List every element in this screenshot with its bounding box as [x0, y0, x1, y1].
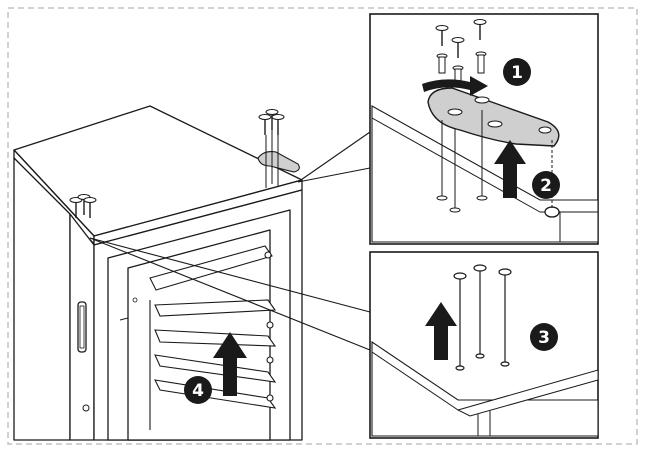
screw-icon — [436, 53, 448, 74]
step-2-badge: 2 — [532, 171, 560, 199]
top-hinge — [257, 108, 300, 188]
callout-lower-bottom — [89, 237, 371, 351]
shelf-peg — [266, 356, 274, 364]
screw-icon — [453, 272, 467, 280]
hinge-bracket-icon — [427, 87, 560, 147]
screw-icon — [475, 51, 487, 74]
callout-upper-bottom — [297, 167, 371, 183]
callout-upper-top — [297, 131, 371, 183]
detail-box-hinge: 1 2 — [369, 13, 599, 245]
rotate-arrow-icon — [422, 76, 488, 96]
callout-lines — [89, 131, 371, 351]
interior-detail — [119, 317, 129, 321]
shelf-rail-1 — [149, 245, 273, 291]
interior-detail — [132, 297, 138, 303]
door-handle — [77, 301, 87, 353]
step-3-number: 3 — [538, 328, 550, 348]
step-2-number: 2 — [540, 176, 552, 196]
detail-box-pins: 3 — [369, 251, 599, 439]
shelf-peg — [266, 394, 274, 402]
step-3-badge: 3 — [530, 323, 558, 351]
up-arrow-icon — [494, 140, 526, 198]
shelf-peg — [264, 251, 272, 259]
dashed-border — [7, 7, 638, 445]
screw-icon — [271, 113, 285, 136]
callout-lower-top — [89, 237, 371, 313]
box-cabinet-top — [371, 340, 599, 437]
up-arrow-icon — [425, 302, 457, 360]
step-1-number: 1 — [511, 63, 523, 83]
shelf-peg — [266, 321, 274, 329]
door-lock — [82, 404, 90, 412]
up-arrow-icon — [213, 332, 247, 396]
screw-icon — [258, 113, 272, 136]
step-4-badge: 4 — [184, 376, 212, 404]
screw-icon — [473, 264, 487, 272]
step-1-badge: 1 — [503, 58, 531, 86]
hinge-hole — [544, 206, 560, 218]
shelf-rail-2 — [154, 299, 277, 317]
fridge-cabinet — [13, 105, 303, 441]
screw-icon — [452, 65, 464, 86]
screw-icon — [498, 268, 512, 276]
door-handle-inner — [79, 305, 85, 349]
step-4-number: 4 — [192, 381, 204, 401]
